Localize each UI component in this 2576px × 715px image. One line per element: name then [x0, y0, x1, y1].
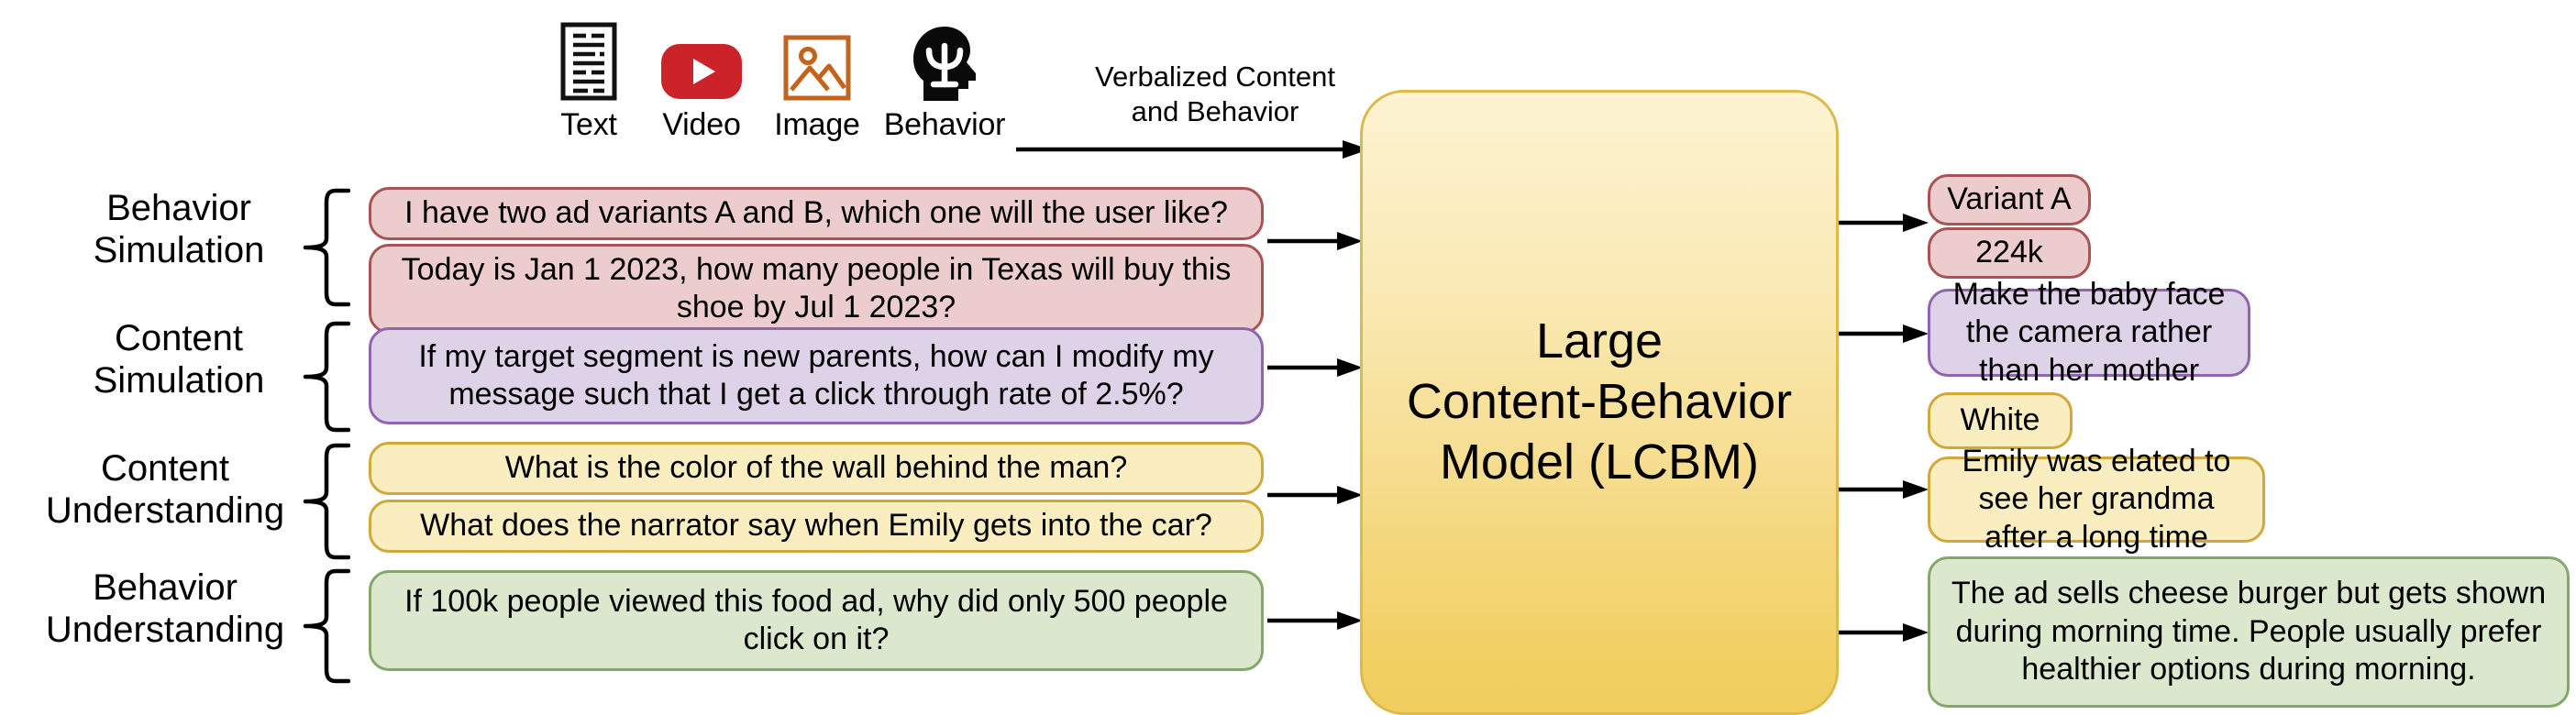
- output-bubble-content-sim-1[interactable]: Make the baby face the camera rather tha…: [1928, 277, 2250, 388]
- modality-label: Text: [560, 107, 617, 142]
- input-bubble-behavior-und-1[interactable]: If 100k people viewed this food ad, why …: [369, 570, 1264, 671]
- brace-behavior-simulation: [303, 188, 350, 307]
- lcbm-title: Large Content-Behavior Model (LCBM): [1406, 314, 1793, 490]
- output-bubble-behavior-sim-1[interactable]: Variant A: [1928, 174, 2091, 226]
- lcbm-model-block: Large Content-Behavior Model (LCBM): [1360, 90, 1839, 715]
- verbalized-label-line2: and Behavior: [1131, 95, 1299, 128]
- category-label-line2: Understanding: [45, 490, 285, 531]
- text-document-icon: [559, 22, 618, 101]
- modality-image: Image: [767, 22, 868, 140]
- category-label-line2: Understanding: [45, 609, 285, 650]
- modality-label: Image: [774, 107, 860, 142]
- category-label-content-understanding: Content Understanding: [28, 448, 303, 532]
- category-label-line1: Content: [114, 318, 244, 358]
- image-picture-icon: [783, 22, 851, 101]
- input-bubble-content-und-1[interactable]: What is the color of the wall behind the…: [369, 442, 1264, 495]
- youtube-video-icon: [660, 22, 743, 101]
- arrow-content-und-to-model: [1267, 485, 1363, 505]
- output-bubble-content-und-2[interactable]: Emily was elated to see her grandma afte…: [1928, 444, 2265, 555]
- arrow-modalities-to-model: [1016, 139, 1369, 160]
- category-label-behavior-simulation: Behavior Simulation: [55, 188, 303, 271]
- verbalized-label-line1: Verbalized Content: [1095, 60, 1335, 93]
- arrow-model-to-content-sim-output: [1839, 324, 1929, 344]
- brace-behavior-understanding: [303, 568, 350, 684]
- input-bubble-behavior-sim-1[interactable]: I have two ad variants A and B, which on…: [369, 187, 1264, 240]
- behavior-head-psi-icon: [906, 22, 983, 101]
- modality-text: Text: [543, 22, 635, 140]
- category-label-line1: Content: [100, 448, 230, 489]
- arrow-model-to-behavior-und-output: [1839, 622, 1929, 643]
- arrow-behavior-sim-to-model: [1267, 231, 1363, 251]
- modality-label: Behavior: [883, 107, 1006, 142]
- arrow-model-to-behavior-sim-output: [1839, 213, 1929, 233]
- category-label-line2: Simulation: [93, 359, 265, 401]
- output-bubble-behavior-und-1[interactable]: The ad sells cheese burger but gets show…: [1928, 556, 2570, 708]
- brace-content-understanding: [303, 443, 350, 560]
- category-label-line2: Simulation: [93, 229, 265, 270]
- arrow-model-to-content-und-output: [1839, 479, 1929, 500]
- modality-label: Video: [662, 107, 741, 142]
- input-bubble-content-sim-1[interactable]: If my target segment is new parents, how…: [369, 327, 1264, 424]
- output-bubble-content-und-1[interactable]: White: [1928, 392, 2073, 449]
- output-bubble-behavior-sim-2[interactable]: 224k: [1928, 227, 2091, 279]
- arrow-content-sim-to-model: [1267, 358, 1363, 378]
- category-label-behavior-understanding: Behavior Understanding: [28, 567, 303, 651]
- input-bubble-behavior-sim-2[interactable]: Today is Jan 1 2023, how many people in …: [369, 244, 1264, 334]
- verbalized-arrow-label: Verbalized Content and Behavior: [1041, 60, 1389, 129]
- category-label-line1: Behavior: [93, 567, 238, 608]
- modality-behavior: Behavior: [876, 22, 1013, 140]
- category-label-line1: Behavior: [106, 188, 251, 228]
- brace-content-simulation: [303, 321, 350, 433]
- modality-video: Video: [651, 22, 752, 140]
- category-label-content-simulation: Content Simulation: [55, 318, 303, 402]
- input-bubble-content-und-2[interactable]: What does the narrator say when Emily ge…: [369, 500, 1264, 553]
- arrow-behavior-und-to-model: [1267, 610, 1363, 631]
